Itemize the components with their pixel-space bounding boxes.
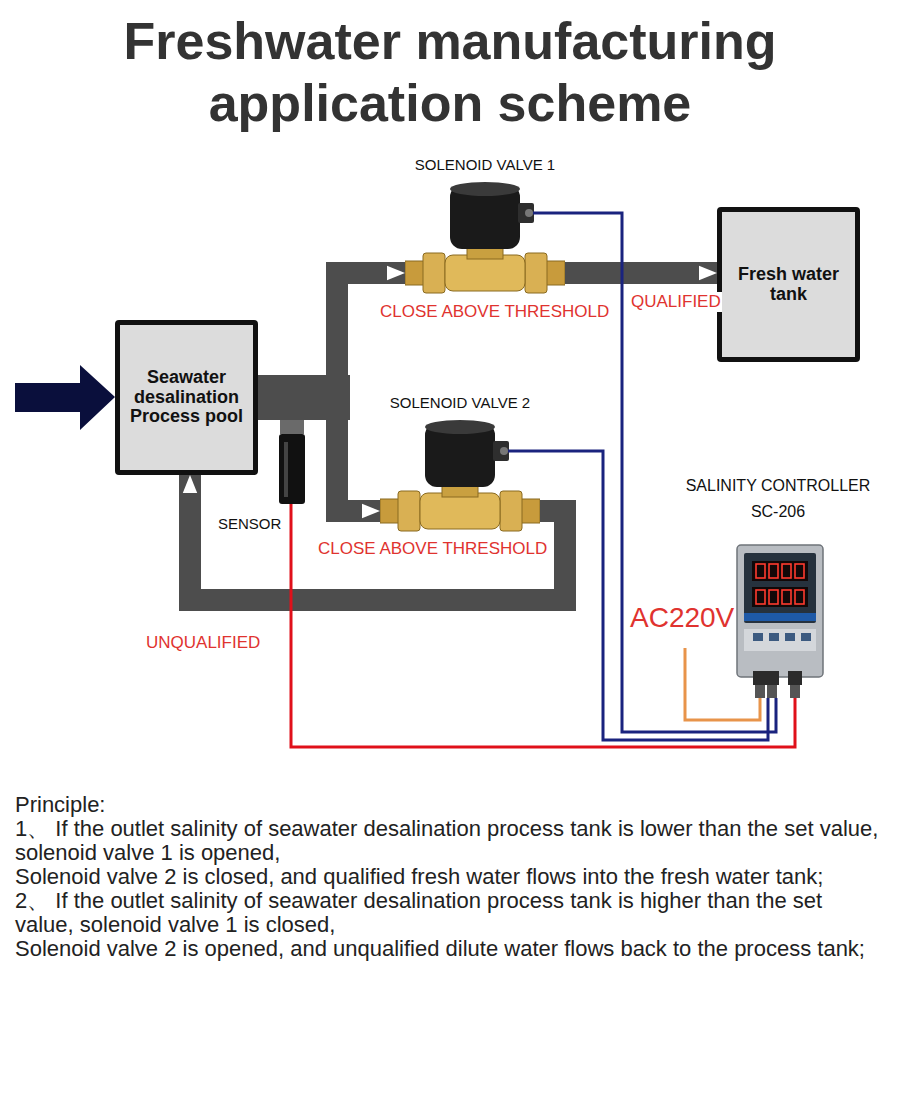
node-label: Seawater desalination Process pool (126, 368, 247, 427)
signal-wire (540, 451, 768, 740)
water-pipe (565, 262, 717, 284)
principle-text: Solenoid valve 2 is opened, and unqualif… (15, 937, 885, 961)
valve-note: CLOSE ABOVE THRESHOLD (380, 302, 609, 322)
water-pipe (258, 397, 380, 511)
power-label: AC220V (630, 602, 734, 634)
edge-label: QUALIFIED (630, 292, 722, 312)
principle-notes: Principle:1、 If the outlet salinity of s… (15, 793, 885, 961)
water-pipe (190, 475, 565, 600)
valve-note: CLOSE ABOVE THRESHOLD (318, 539, 547, 559)
node-label: SOLENOID VALVE 2 (380, 393, 540, 413)
salinity-controller: SALINITY CONTROLLER SC-206 (673, 473, 883, 698)
process-pool: Seawater desalination Process pool (115, 320, 258, 475)
salinity-sensor: SENSOR (218, 420, 308, 532)
diagram-title: Freshwater manufacturing application sch… (50, 10, 850, 135)
principle-text: 2、 If the outlet salinity of seawater de… (15, 889, 885, 937)
valve-illustration (405, 155, 565, 295)
node-label: Fresh water tank (728, 265, 849, 305)
inlet-arrow (15, 365, 115, 430)
fresh-water-tank: Fresh water tank (717, 207, 860, 362)
water-pipe (258, 273, 405, 397)
solenoid-valve: SOLENOID VALVE 2 (380, 393, 540, 533)
valve-illustration (380, 393, 540, 533)
signal-wire (291, 532, 795, 747)
node-label: SOLENOID VALVE 1 (405, 155, 565, 175)
node-label: SALINITY CONTROLLER SC-206 (673, 473, 883, 525)
node-label: SENSOR (218, 515, 281, 532)
edge-label: UNQUALIFIED (145, 633, 261, 653)
principle-text: 1、 If the outlet salinity of seawater de… (15, 817, 885, 865)
principle-text: Solenoid valve 2 is closed, and qualifie… (15, 865, 885, 889)
principle-text: Principle: (15, 793, 885, 817)
title-text: Freshwater manufacturing application sch… (123, 12, 776, 132)
solenoid-valve: SOLENOID VALVE 1 (405, 155, 565, 295)
